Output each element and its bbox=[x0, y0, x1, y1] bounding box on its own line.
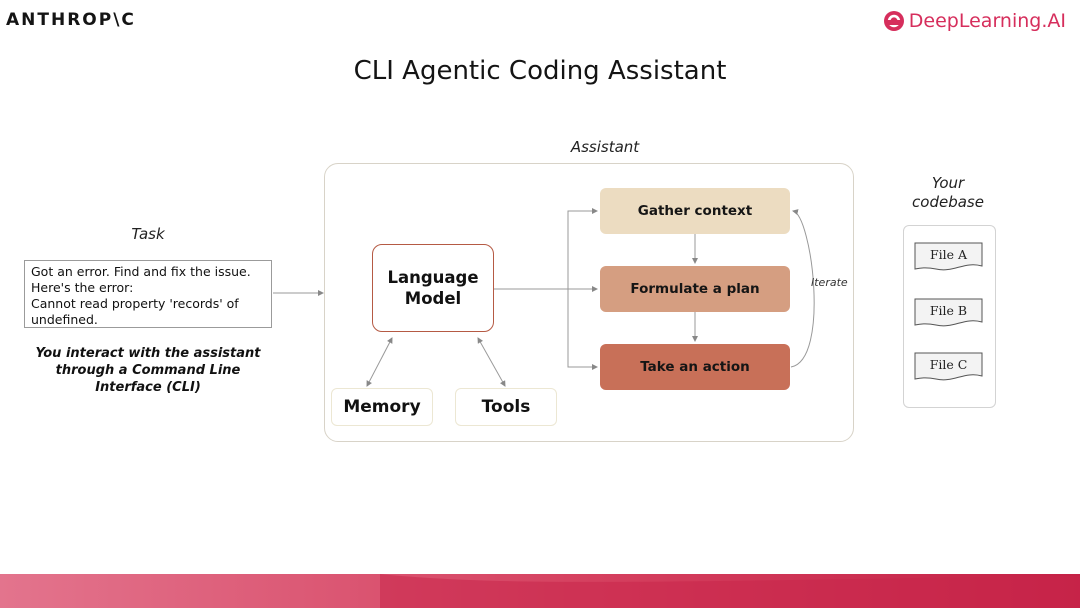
lm-memory-arrow bbox=[366, 337, 393, 387]
cli-note-line: You interact with the assistant bbox=[35, 346, 261, 361]
task-label: Task bbox=[131, 225, 165, 243]
assistant-container bbox=[324, 163, 854, 442]
task-line: Here's the error: bbox=[31, 280, 134, 295]
tools-label: Tools bbox=[481, 397, 531, 417]
slide-title: CLI Agentic Coding Assistant bbox=[353, 56, 727, 86]
lm-tools-arrow bbox=[477, 337, 506, 387]
document-icon bbox=[914, 352, 983, 381]
cli-note: You interact with the assistant through … bbox=[20, 345, 276, 396]
task-line: Cannot read property 'records' of bbox=[31, 296, 239, 311]
file-label: File B bbox=[929, 303, 968, 318]
iterate-loop-arrow bbox=[790, 209, 815, 368]
step-gather-context: Gather context bbox=[600, 188, 790, 234]
file-label: File A bbox=[929, 247, 968, 262]
memory-label: Memory bbox=[343, 397, 421, 417]
file-a: File A bbox=[914, 242, 983, 272]
file-label: File C bbox=[929, 357, 968, 372]
language-model-line2: Model bbox=[404, 289, 462, 308]
codebase-label-line1: Your bbox=[931, 174, 965, 192]
step-label: Formulate a plan bbox=[630, 281, 760, 297]
task-message-box: Got an error. Find and fix the issue. He… bbox=[24, 260, 272, 328]
document-icon bbox=[914, 242, 983, 271]
codebase-label-line2: codebase bbox=[912, 193, 984, 211]
footer-band bbox=[0, 574, 1080, 608]
assistant-label: Assistant bbox=[570, 138, 640, 156]
branch-to-gather bbox=[567, 208, 598, 289]
document-icon bbox=[914, 298, 983, 327]
step-label: Take an action bbox=[640, 359, 750, 375]
deeplearning-logo-text: DeepLearning.AI bbox=[908, 10, 1066, 32]
cli-note-line: Interface (CLI) bbox=[95, 380, 201, 395]
language-model-line1: Language bbox=[387, 268, 479, 287]
deeplearning-logo: DeepLearning.AI bbox=[883, 10, 1066, 32]
task-line: Got an error. Find and fix the issue. bbox=[31, 264, 251, 279]
task-line: undefined. bbox=[31, 312, 98, 327]
branch-to-action bbox=[567, 289, 598, 370]
memory-box: Memory bbox=[331, 388, 433, 426]
cli-note-line: through a Command Line bbox=[55, 363, 241, 378]
iterate-label: Iterate bbox=[811, 276, 848, 289]
deeplearning-icon bbox=[883, 11, 904, 31]
step-take-action: Take an action bbox=[600, 344, 790, 390]
language-model-box: Language Model bbox=[372, 244, 494, 332]
codebase-label: Your codebase bbox=[888, 174, 1008, 212]
step-formulate-plan: Formulate a plan bbox=[600, 266, 790, 312]
anthropic-logo: ANTHROP\C bbox=[6, 10, 136, 30]
file-b: File B bbox=[914, 298, 983, 328]
step-label: Gather context bbox=[637, 203, 753, 219]
file-c: File C bbox=[914, 352, 983, 382]
tools-box: Tools bbox=[455, 388, 557, 426]
